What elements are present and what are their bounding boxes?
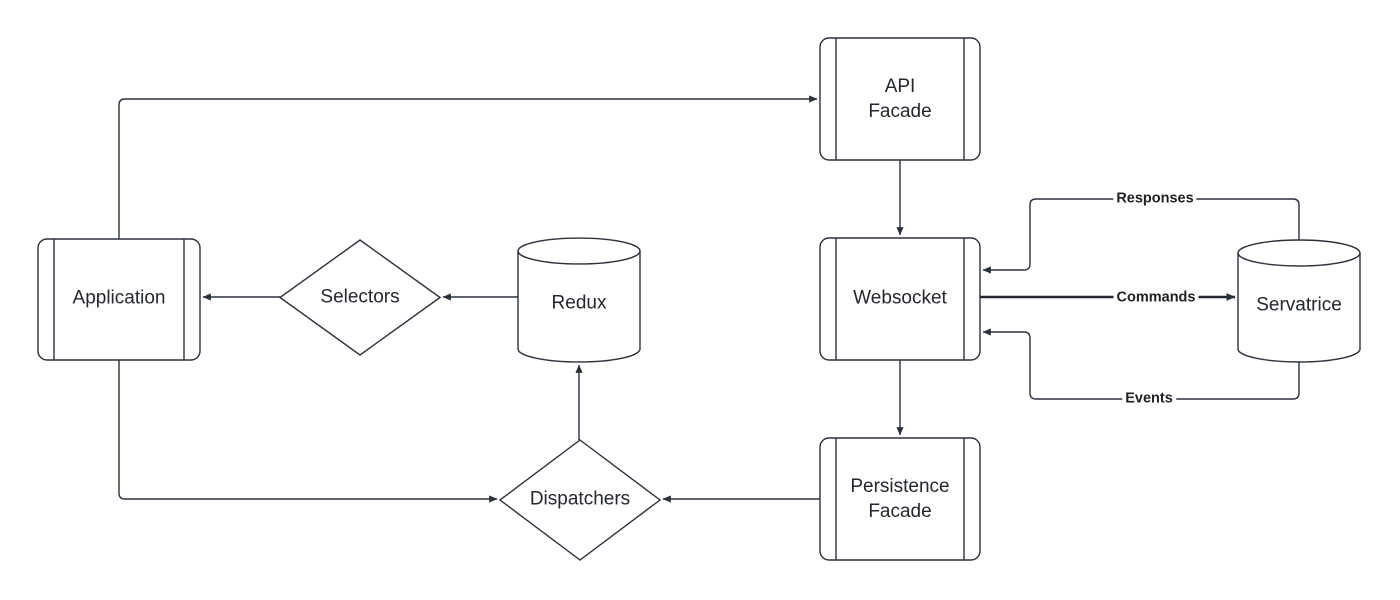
node-websocket[interactable] [819, 237, 981, 361]
node-selectors[interactable] [278, 239, 442, 356]
edge-label-responses: Responses [1113, 190, 1197, 208]
node-api-facade[interactable] [819, 37, 981, 161]
edge-application-to-api-facade [118, 95, 818, 239]
node-dispatchers[interactable] [498, 439, 662, 561]
edge-servatrice-to-websocket-responses [982, 198, 1300, 274]
node-redux[interactable] [517, 237, 641, 363]
edge-application-to-dispatchers [118, 360, 498, 503]
node-servatrice[interactable] [1237, 239, 1361, 363]
edge-label-commands: Commands [1113, 289, 1199, 307]
edge-label-events: Events [1122, 390, 1176, 408]
node-application[interactable] [37, 238, 201, 361]
node-persistence-facade[interactable] [819, 437, 981, 561]
edge-servatrice-to-websocket-events [982, 328, 1300, 400]
